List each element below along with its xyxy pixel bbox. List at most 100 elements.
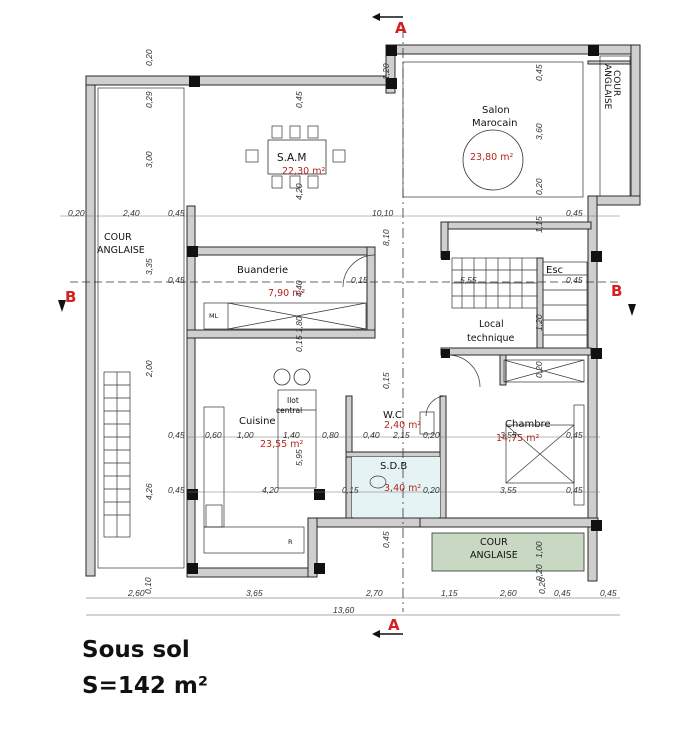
door-arc [425,395,447,417]
area-wc: 2,40 m² [384,420,421,431]
label-ilot-1: Ilot [287,396,299,405]
dim-row491: 0,20 [423,485,440,495]
label-wc: W.C [383,410,402,421]
dim-vert-right: 0,20 [534,564,544,581]
dim-vert-right: 1,00 [534,541,544,558]
dim-vert-mid: 4,40 [294,280,304,297]
dim-vert-left: 3,00 [144,151,154,168]
dim-vert-mid: 0,15 [294,335,304,352]
label-sam: S.A.M [277,152,306,164]
dim-bottom: 2,60 [127,588,145,598]
plan-title: Sous sol [82,637,190,663]
label-cour-right: COUR ANGLAISE [602,64,621,110]
dim-vert-right: 0,20 [534,178,544,195]
dim-bottom: 0,45 [554,588,571,598]
dim-vert-left: 3,35 [144,258,154,275]
dim-vert-center: 0,45 [381,531,391,548]
svg-text:ANGLAISE: ANGLAISE [602,64,612,110]
dim-vert-mid: 4,20 [294,183,304,200]
dimension-line-bottom [86,597,620,616]
dim-row491: 0,45 [168,485,185,495]
dim-vert-mid: 5,95 [294,449,304,466]
plan-title-block: Sous sol S=142 m² [82,632,208,704]
label-cuisine: Cuisine [239,416,276,427]
left-cour-stairs [97,87,185,569]
section-marker-b-left: B [58,288,76,312]
dim-bottom: 0,20 [537,577,547,594]
area-salon: 23,80 m² [470,152,513,163]
dim-row436: 0,45 [566,430,583,440]
dim-row436: 0,80 [322,430,339,440]
dining-table [245,125,346,189]
dim-bottom: 0,10 [143,577,153,594]
dim-row210: 0,45 [566,208,583,218]
dim-row210: 0,20 [68,208,85,218]
cour-anglaise-bottom-area [431,532,585,572]
svg-text:B: B [611,282,622,300]
label-cour-left-2: ANGLAISE [97,245,145,256]
bedroom-bed [505,404,585,506]
label-ml: ML [209,312,219,320]
label-cour-left-1: COUR [104,232,132,243]
section-marker-a-bottom: A [372,616,403,638]
label-local-1: Local [479,319,504,330]
dim-vert-right: 0,20 [534,361,544,378]
svg-text:A: A [395,19,407,37]
label-cour-bottom-1: COUR [480,537,508,548]
section-marker-b-right: B [611,282,636,316]
dim-row280: 0,45 [566,275,583,285]
walls [85,44,641,582]
dim-vert-mid: 0,45 [294,91,304,108]
buanderie-cabinets [203,302,367,330]
dim-vert-left: 4,26 [144,483,154,500]
svg-text:COUR: COUR [611,70,621,96]
dim-row210: 0,45 [168,208,185,218]
label-salon-1: Salon [482,105,510,116]
dim-vert-center: 8,10 [381,229,391,246]
dim-total: 13,60 [333,605,355,615]
dim-bottom: 1,15 [441,588,458,598]
dim-row436: 0,20 [423,430,440,440]
dim-row491: 0,15 [342,485,359,495]
dim-row436: 1,00 [237,430,254,440]
label-local-2: technique [467,333,515,344]
dim-vert-center: 0,15 [381,372,391,389]
dim-row436: 0,60 [205,430,222,440]
sdb-area [352,457,440,517]
section-marker-a-top: A [372,13,407,37]
dim-vert-left: 0,29 [144,91,154,108]
dim-vert-center: 1,20 [381,63,391,80]
technique-boxes [503,359,585,383]
dim-row436: 0,40 [363,430,380,440]
door-arc [342,254,376,288]
dim-row210: 2,40 [122,208,140,218]
dim-vert-left: 0,20 [144,49,154,66]
dim-vert-right: 1,20 [534,314,544,331]
dim-row280: 0,15 [351,275,368,285]
dim-row280: 5,55 [460,275,477,285]
dim-bottom: 0,45 [600,588,617,598]
dim-row436: 3,55 [500,430,517,440]
label-chambre: Chambre [505,419,551,430]
dim-vert-right: 1,15 [534,216,544,233]
dim-row280: 0,45 [168,275,185,285]
svg-text:A: A [388,616,400,634]
area-cuisine: 23,55 m² [260,439,303,450]
dim-vert-mid: 1,80 [294,316,304,333]
label-esc: Esc [546,265,563,276]
plan-surface: S=142 m² [82,673,208,699]
dim-vert-left: 2,00 [144,360,154,378]
kitchen-cabinets [203,368,317,554]
dim-row491: 0,45 [566,485,583,495]
label-r: R [288,538,293,546]
dim-row436: 1,40 [283,430,300,440]
structural-columns [187,45,602,574]
area-buanderie: 7,90 m² [268,288,305,299]
label-salon-2: Marocain [472,118,518,129]
label-buanderie: Buanderie [237,265,288,276]
dim-vert-right: 3,60 [534,123,544,140]
label-ilot-2: central [276,406,302,415]
dim-row436: 0,45 [168,430,185,440]
area-chambre: 14,75 m² [496,433,539,444]
